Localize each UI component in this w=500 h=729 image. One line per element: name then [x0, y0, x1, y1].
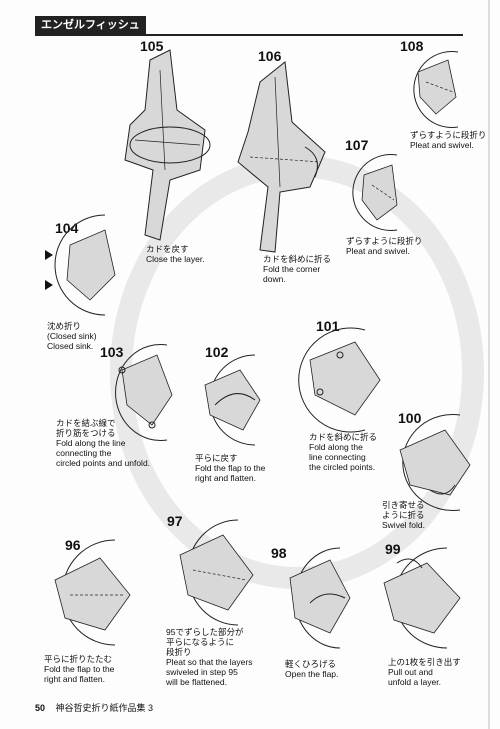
step-number-98: 98 — [271, 545, 287, 561]
diagram-step-100 — [399, 414, 471, 511]
step-number-101: 101 — [316, 318, 340, 334]
diagram-step-98 — [289, 547, 351, 649]
step-number-102: 102 — [205, 344, 229, 360]
diagram-step-106 — [237, 61, 326, 253]
step-number-104: 104 — [55, 220, 79, 236]
diagram-step-97 — [179, 519, 254, 626]
diagram-step-107 — [352, 154, 398, 231]
step-number-96: 96 — [65, 537, 81, 553]
page-header-title: エンゼルフィッシュ — [35, 16, 146, 34]
diagram-step-101 — [298, 327, 381, 433]
diagram-step-102 — [204, 354, 261, 446]
diagram-step-96 — [54, 539, 131, 646]
diagram-step-99 — [383, 547, 461, 649]
diagram-step-103 — [115, 344, 173, 441]
step-number-105: 105 — [140, 38, 164, 54]
step-number-106: 106 — [258, 48, 282, 64]
page-number: 50 — [35, 703, 46, 713]
step-number-107: 107 — [345, 137, 369, 153]
step-number-100: 100 — [398, 410, 422, 426]
step-number-99: 99 — [385, 541, 401, 557]
header-rule — [35, 34, 463, 36]
book-title: 神谷哲史折り紙作品集 3 — [55, 703, 154, 713]
page-edge — [488, 0, 490, 729]
page-footer: 50 神谷哲史折り紙作品集 3 — [35, 701, 153, 714]
caption-step-97: 95でずらした部分が平らになるように段折り Pleat so that the … — [166, 627, 253, 687]
step-number-103: 103 — [100, 344, 124, 360]
caption-step-104: 沈め折り(Closed sink)Closed sink. — [47, 321, 97, 351]
diagram-step-105 — [124, 49, 211, 241]
step-number-108: 108 — [400, 38, 424, 54]
diagram-step-108 — [413, 51, 459, 128]
diagram-step-104 — [45, 214, 116, 316]
step-number-97: 97 — [167, 513, 183, 529]
